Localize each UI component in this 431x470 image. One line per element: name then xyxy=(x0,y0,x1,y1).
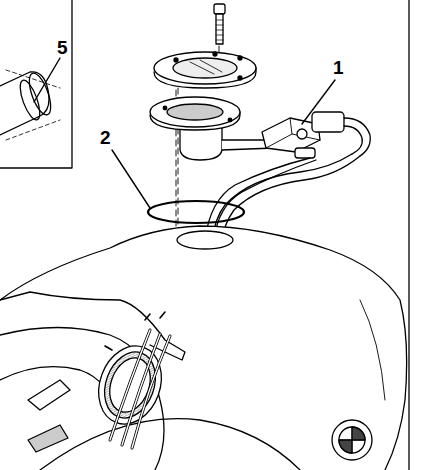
pump-seat xyxy=(28,312,172,452)
logo-badge xyxy=(332,420,372,460)
screw xyxy=(214,4,225,44)
fuel-pump-unit xyxy=(262,112,370,158)
frame-line xyxy=(408,0,409,470)
callout-number: 2 xyxy=(100,128,111,147)
callout-number: 5 xyxy=(57,38,68,57)
hose-part xyxy=(0,70,60,140)
o-ring xyxy=(148,201,244,223)
pump-flange xyxy=(150,97,275,160)
leader-line xyxy=(34,58,60,102)
leader-line xyxy=(302,80,335,124)
leader-line xyxy=(112,150,150,208)
inset-frame xyxy=(0,0,72,168)
fuel-tank xyxy=(0,226,407,470)
clamp-ring xyxy=(154,52,256,88)
callout-number: 1 xyxy=(333,58,344,77)
